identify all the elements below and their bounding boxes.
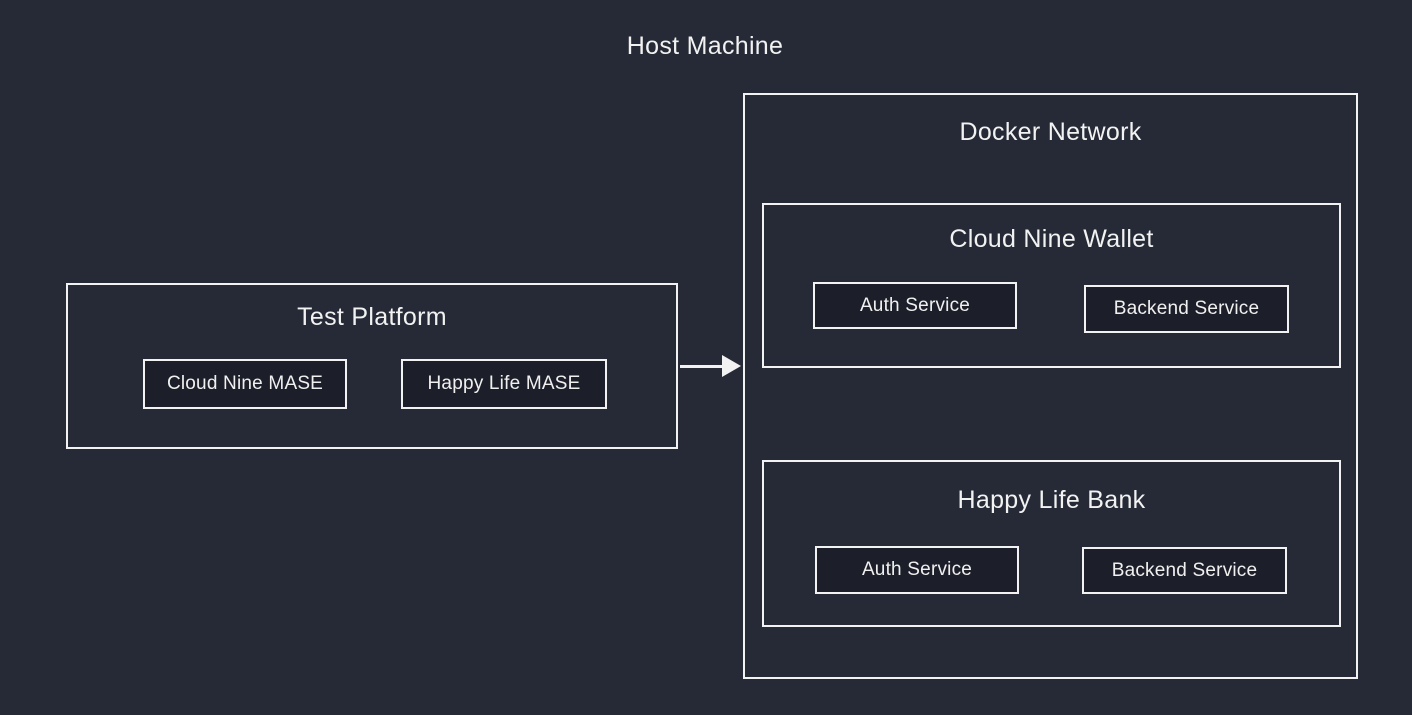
arrow-head bbox=[722, 355, 741, 377]
happy-life-bank-backend-service-box: Backend Service bbox=[1082, 547, 1287, 594]
cloud-nine-wallet-title: Cloud Nine Wallet bbox=[949, 225, 1154, 253]
happy-life-bank-title: Happy Life Bank bbox=[957, 486, 1146, 514]
right-arrow-icon bbox=[680, 355, 741, 378]
docker-network-box: Docker Network Cloud Nine Wallet Auth Se… bbox=[743, 93, 1358, 679]
cloud-nine-mase-box: Cloud Nine MASE bbox=[143, 359, 347, 409]
happy-life-bank-auth-service-box: Auth Service bbox=[815, 546, 1019, 594]
test-platform-title: Test Platform bbox=[297, 303, 447, 331]
cloud-nine-wallet-box: Cloud Nine Wallet Auth Service Backend S… bbox=[762, 203, 1341, 368]
host-machine-title-text: Host Machine bbox=[626, 32, 784, 60]
host-machine-title: Host Machine bbox=[0, 32, 1412, 61]
docker-network-title: Docker Network bbox=[959, 118, 1142, 146]
happy-life-bank-box: Happy Life Bank Auth Service Backend Ser… bbox=[762, 460, 1341, 627]
happy-life-mase-box: Happy Life MASE bbox=[401, 359, 607, 409]
cloud-nine-wallet-auth-service-box: Auth Service bbox=[813, 282, 1017, 329]
cloud-nine-wallet-backend-service-box: Backend Service bbox=[1084, 285, 1289, 333]
test-platform-box: Test Platform Cloud Nine MASE Happy Life… bbox=[66, 283, 678, 449]
arrow-line bbox=[680, 365, 725, 368]
